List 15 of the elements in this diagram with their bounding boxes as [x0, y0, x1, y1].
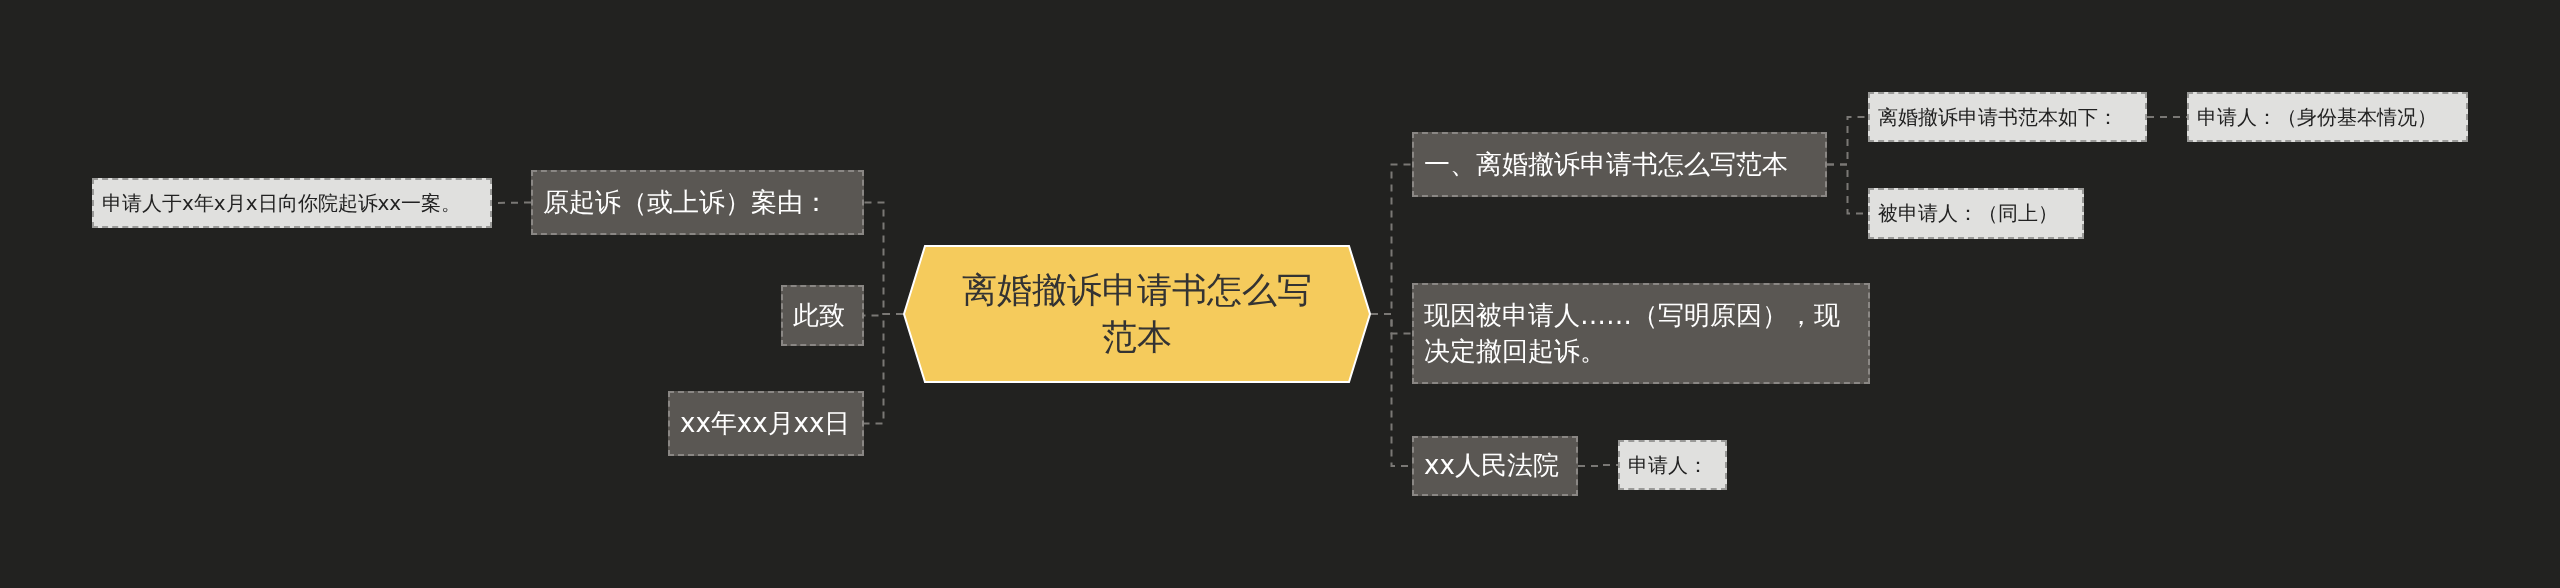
topic-box: 一、离婚撤诉申请书怎么写范本 — [1412, 132, 1827, 197]
topic-box: 原起诉（或上诉）案由： — [531, 170, 864, 235]
topic-box: 现因被申请人……（写明原因），现决定撤回起诉。 — [1412, 283, 1870, 384]
subtopic-box: 申请人：（身份基本情况） — [2187, 92, 2468, 142]
connector-line — [2146, 116, 2188, 118]
topic-box: 此致 — [781, 285, 864, 346]
central-topic-hexagon: 离婚撤诉申请书怎么写范本 — [903, 245, 1371, 383]
subtopic-box: 申请人： — [1618, 440, 1727, 490]
subtopic-box: 被申请人：（同上） — [1868, 188, 2084, 239]
connector-line — [1577, 464, 1619, 467]
connector-line — [863, 313, 904, 425]
subtopic-box: 离婚撤诉申请书范本如下： — [1868, 92, 2147, 142]
topic-box: xx年xx月xx日 — [668, 391, 864, 456]
topic-box: xx人民法院 — [1412, 436, 1578, 496]
subtopic-box: 申请人于x年x月x日向你院起诉xx一案。 — [92, 178, 492, 228]
